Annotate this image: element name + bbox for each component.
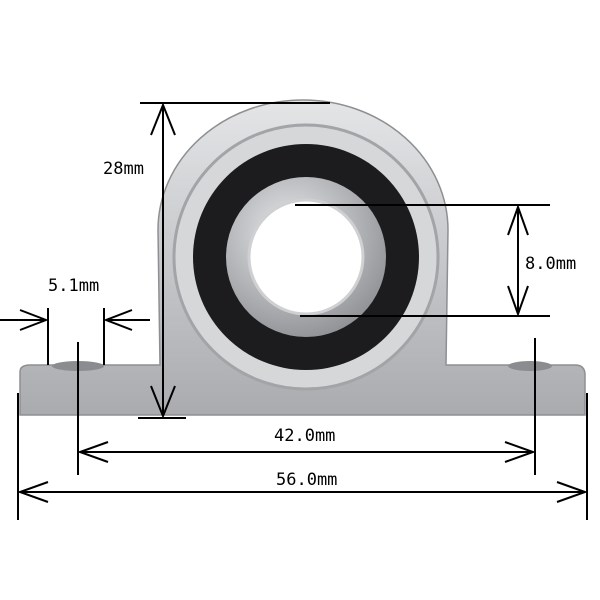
total-length-label: 56.0mm [276, 470, 338, 490]
bore [247, 198, 365, 316]
bearing [193, 144, 419, 370]
mount-hole-right [508, 361, 552, 371]
slot-width-label: 5.1mm [48, 276, 100, 296]
height-label: 28mm [103, 159, 144, 179]
hole-spacing-label: 42.0mm [274, 426, 336, 446]
dimension-lines [0, 102, 588, 520]
bore-label: 8.0mm [525, 254, 577, 274]
